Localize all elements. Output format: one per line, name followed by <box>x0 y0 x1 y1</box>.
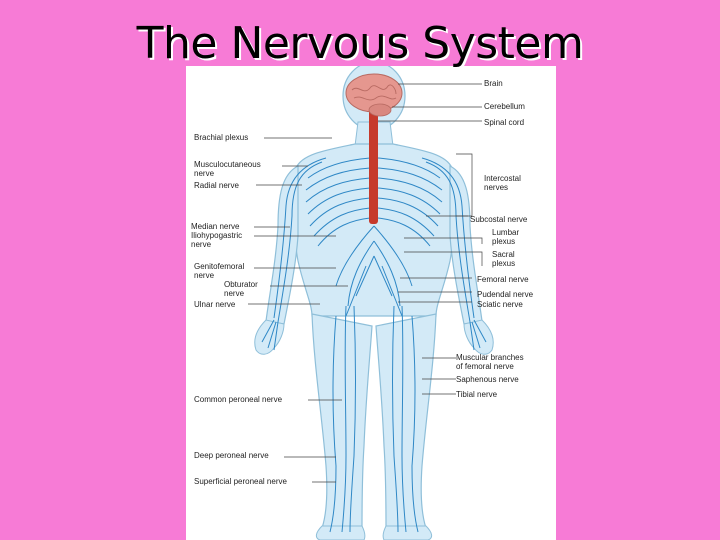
label-sacral-line2: plexus <box>492 259 516 268</box>
right-foot-shape <box>382 525 433 540</box>
label-femoral-nerve: Femoral nerve <box>477 275 529 284</box>
label-muscular-line1: Muscular branches <box>456 353 524 362</box>
label-spinal-cord: Spinal cord <box>484 118 525 127</box>
left-foot-shape <box>315 525 366 540</box>
label-obturator-line2: nerve <box>224 289 245 298</box>
slide-title: The Nervous System <box>136 18 584 69</box>
label-musculocutaneous-nerve: Musculocutaneous nerve <box>194 160 261 178</box>
body-silhouette <box>254 66 494 540</box>
label-genitofemoral-nerve: Genitofemoral nerve <box>194 262 244 280</box>
right-arm-shape <box>449 165 483 325</box>
left-hand-shape <box>254 319 285 355</box>
label-genitofemoral-line1: Genitofemoral <box>194 262 245 271</box>
label-intercostal-line2: nerves <box>484 183 509 192</box>
label-lumbar-plexus: Lumbar plexus <box>492 228 519 246</box>
label-genitofemoral-line2: nerve <box>194 271 215 280</box>
label-intercostal-line1: Intercostal <box>484 174 521 183</box>
label-tibial-nerve: Tibial nerve <box>456 390 498 399</box>
left-leg-shape <box>311 313 373 529</box>
label-superficial-peroneal-nerve: Superficial peroneal nerve <box>194 477 287 486</box>
label-sacral-line1: Sacral <box>492 250 515 259</box>
peripheral-nerves <box>261 157 487 533</box>
label-sacral-plexus: Sacral plexus <box>492 250 515 268</box>
label-musculocutaneous-line1: Musculocutaneous <box>194 160 261 169</box>
label-common-peroneal-nerve: Common peroneal nerve <box>194 395 283 404</box>
label-muscular-line2: of femoral nerve <box>456 362 514 371</box>
body-illustration <box>248 66 494 540</box>
leader-lines <box>248 83 483 483</box>
label-sciatic-nerve: Sciatic nerve <box>477 300 523 309</box>
spinal-cord-shape <box>369 106 378 224</box>
plexus-nerve-lines <box>335 225 413 317</box>
hand-nerve-lines <box>261 319 487 351</box>
label-radial-nerve: Radial nerve <box>194 181 239 190</box>
label-saphenous-nerve: Saphenous nerve <box>456 375 519 384</box>
label-iliohypogastric-line1: Iliohypogastric <box>191 231 243 240</box>
label-ulnar-nerve: Ulnar nerve <box>194 300 236 309</box>
label-subcostal-nerve: Subcostal nerve <box>470 215 528 224</box>
arm-nerve-lines <box>273 157 475 323</box>
brain-folds <box>351 84 397 101</box>
label-brain: Brain <box>484 79 503 88</box>
label-iliohypogastric-nerve: Iliohypogastric nerve <box>191 231 242 249</box>
label-median-nerve: Median nerve <box>191 222 240 231</box>
label-lumbar-line2: plexus <box>492 237 516 246</box>
nervous-system-diagram <box>186 66 556 540</box>
intercostal-nerve-lines <box>305 157 443 247</box>
label-lumbar-line1: Lumbar <box>492 228 520 237</box>
label-musculocutaneous-line2: nerve <box>194 169 215 178</box>
left-arm-shape <box>265 165 299 325</box>
cerebellum-shape <box>368 103 392 117</box>
label-iliohypogastric-line2: nerve <box>191 240 212 249</box>
label-pudendal-nerve: Pudendal nerve <box>477 290 534 299</box>
label-obturator-line1: Obturator <box>224 280 258 289</box>
label-intercostal-nerves: Intercostal nerves <box>484 174 521 192</box>
label-cerebellum: Cerebellum <box>484 102 525 111</box>
leg-nerve-lines <box>329 305 419 533</box>
label-muscular-branches: Muscular branches of femoral nerve <box>456 353 524 371</box>
label-deep-peroneal-nerve: Deep peroneal nerve <box>194 451 269 460</box>
right-leg-shape <box>375 313 437 529</box>
label-obturator-nerve: Obturator nerve <box>224 280 258 298</box>
label-brachial-plexus: Brachial plexus <box>194 133 249 142</box>
right-hand-shape <box>463 319 494 355</box>
